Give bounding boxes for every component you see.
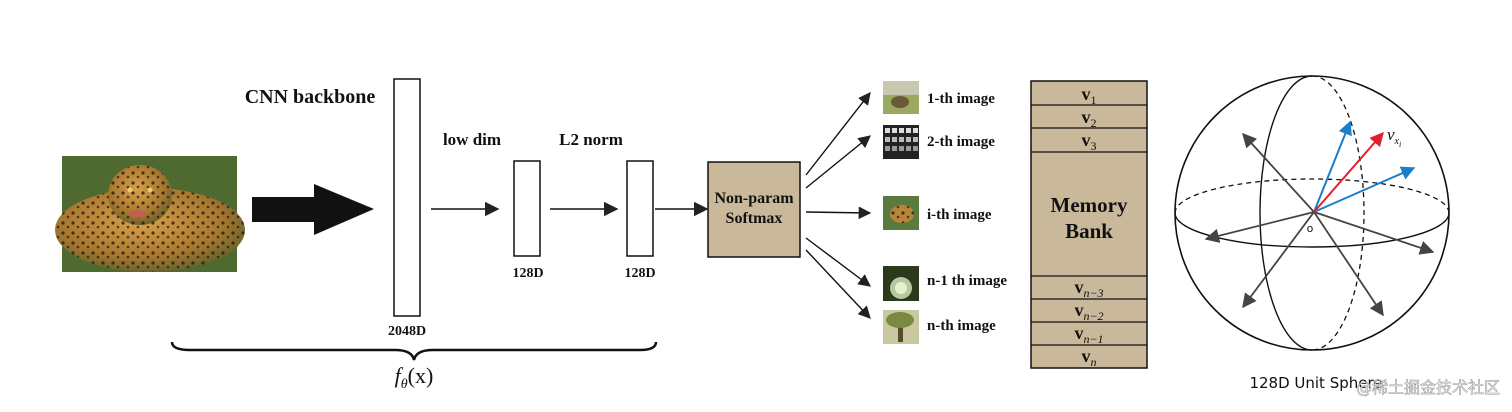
- memory-row-vn: vn: [1082, 346, 1097, 369]
- memory-row-vn-2: vn−2: [1074, 300, 1103, 323]
- memory-row-v3: v3: [1082, 130, 1097, 153]
- dim-128-label-b: 128D: [624, 266, 655, 281]
- memory-bank-title-line2: Bank: [1065, 219, 1113, 243]
- thumbnail-n: [883, 310, 919, 344]
- memory-bank-title-line1: Memory: [1051, 193, 1128, 217]
- feature-128d-bar-b: [626, 160, 654, 257]
- feature-128d-bar-a: [513, 160, 541, 257]
- image-label-n: n-th image: [927, 318, 996, 334]
- thumbnail-1: [883, 81, 919, 114]
- cnn-backbone-label: CNN backbone: [245, 86, 376, 108]
- sphere-origin-label: o: [1307, 222, 1314, 235]
- non-param-softmax-box: [707, 161, 801, 258]
- image-label-i: i-th image: [927, 207, 992, 223]
- low-dim-label: low dim: [443, 130, 501, 149]
- thumbnail-2: [883, 125, 919, 159]
- feature-2048d-bar: [393, 78, 421, 317]
- memory-row-v2: v2: [1082, 107, 1097, 130]
- dim-2048-label: 2048D: [388, 324, 426, 339]
- image-label-1: 1-th image: [927, 91, 995, 107]
- thumbnail-n-1: [883, 266, 919, 301]
- softmax-fanout-arrows: [805, 92, 872, 319]
- dim-128-label-a: 128D: [512, 266, 543, 281]
- memory-bank: [1030, 80, 1148, 369]
- memory-row-vn-3: vn−3: [1074, 277, 1103, 300]
- image-label-2: 2-th image: [927, 134, 995, 150]
- sphere-vector-label: vxi: [1387, 125, 1401, 149]
- watermark: @稀土掘金技术社区: [1356, 378, 1500, 397]
- sphere-caption: 128D Unit Sphere: [1249, 374, 1382, 392]
- f-theta-label: fθ(x): [395, 363, 434, 392]
- l2-norm-label: L2 norm: [559, 130, 623, 149]
- softmax-label-line1: Non-param: [714, 190, 794, 207]
- input-arrow: [252, 184, 374, 235]
- sphere-vectors: [1204, 120, 1435, 317]
- thumbnail-i: [883, 196, 919, 230]
- input-leopard-image: [55, 156, 245, 272]
- softmax-label-line2: Softmax: [726, 210, 783, 227]
- memory-row-v1: v1: [1082, 84, 1097, 107]
- pipeline-brace: [170, 341, 658, 361]
- memory-row-vn-1: vn−1: [1074, 323, 1103, 346]
- image-label-n-1: n-1 th image: [927, 273, 1007, 289]
